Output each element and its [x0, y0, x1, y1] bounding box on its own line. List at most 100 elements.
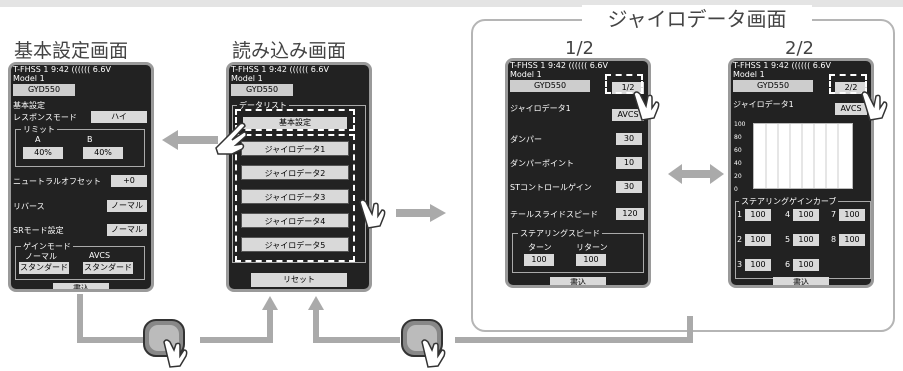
mode-button[interactable]: AVCS — [835, 103, 867, 115]
model-name: Model 1 — [510, 70, 542, 79]
gyro-data-label: ジャイロデータ1 — [510, 104, 571, 113]
page-2-title: 2/2 — [785, 38, 814, 59]
top-bar — [0, 0, 903, 7]
point-value[interactable]: 100 — [745, 259, 771, 271]
point-value[interactable]: 100 — [745, 209, 771, 221]
list-item[interactable]: ジャイロデータ3 — [241, 189, 349, 204]
return-value-button[interactable]: 100 — [576, 254, 606, 266]
response-mode-button[interactable]: ハイ — [91, 111, 147, 123]
signal-icon: (((((( — [791, 61, 811, 70]
list-item[interactable]: ジャイロデータ5 — [241, 237, 349, 252]
limit-b-button[interactable]: 40% — [83, 147, 123, 159]
page-button[interactable]: 1/2 — [612, 82, 644, 94]
basic-settings-title: 基本設定画面 — [14, 40, 129, 62]
model-name: Model 1 — [13, 74, 45, 83]
reverse-label: リバース — [13, 202, 45, 211]
row-label: ダンパーポイント — [510, 159, 574, 168]
clock: 9:42 — [51, 65, 69, 74]
limit-b-label: B — [87, 135, 93, 144]
signal-icon: (((((( — [289, 65, 309, 74]
write-button[interactable]: 書込 — [773, 277, 829, 285]
y-tick: 80 — [734, 134, 742, 141]
mode-button[interactable]: AVCS — [612, 109, 644, 121]
gyro-data-highlight — [235, 134, 355, 262]
gyro-data-page-1-screen: T-FHSS 1 9:42 (((((( 6.6V Model 1 GYD550… — [505, 58, 651, 288]
point-value[interactable]: 100 — [793, 259, 819, 271]
hand-pointer-icon — [359, 199, 386, 229]
write-button[interactable]: 書込 — [53, 283, 109, 289]
data-list-box — [232, 105, 366, 263]
y-tick: 0 — [734, 186, 738, 193]
neutral-offset-label: ニュートラルオフセット — [13, 177, 101, 186]
sr-mode-button[interactable]: ノーマル — [107, 224, 147, 236]
section-label: 基本設定 — [13, 101, 45, 110]
reset-button[interactable]: リセット — [251, 273, 347, 287]
limit-a-label: A — [35, 135, 41, 144]
gyro-data-page-2-screen: T-FHSS 1 9:42 (((((( 6.6V Model 1 GYD550… — [728, 58, 874, 288]
point-value[interactable]: 100 — [839, 234, 865, 246]
header-button[interactable]: GYD550 — [510, 80, 590, 92]
jog-button-icon — [143, 319, 188, 368]
right-arrow-icon — [396, 204, 446, 222]
gyro-data-title: ジャイロデータ画面 — [582, 5, 812, 33]
page-button[interactable]: 2/2 — [835, 82, 867, 94]
steering-speed-label: ステアリングスピード — [518, 228, 602, 239]
navigation-connector — [77, 294, 693, 343]
avcs-gain-button[interactable]: スタンダード — [83, 262, 133, 274]
gain-mode-label: ゲインモード — [21, 241, 73, 252]
basic-settings-screen: T-FHSS 1 9:42 (((((( 6.6V Model 1 GYD550… — [8, 62, 154, 292]
battery-voltage: 6.6V — [812, 61, 831, 70]
point-value[interactable]: 100 — [793, 234, 819, 246]
turn-label: ターン — [528, 243, 552, 252]
limit-label: リミット — [21, 124, 57, 135]
jog-button-icon — [401, 319, 446, 368]
header-button[interactable]: GYD550 — [733, 80, 813, 92]
list-item[interactable]: ジャイロデータ4 — [241, 213, 349, 228]
neutral-offset-button[interactable]: +0 — [111, 175, 147, 187]
data-list-label: データリスト — [237, 100, 289, 111]
reverse-button[interactable]: ノーマル — [107, 200, 147, 212]
row-value[interactable]: 120 — [616, 208, 644, 220]
point-label: 4 — [785, 210, 791, 219]
clock: 9:42 — [771, 61, 789, 70]
point-value[interactable]: 100 — [745, 234, 771, 246]
point-value[interactable]: 100 — [793, 209, 819, 221]
response-mode-label: レスポンスモード — [13, 113, 77, 122]
turn-value-button[interactable]: 100 — [524, 254, 554, 266]
point-label: 6 — [785, 260, 791, 269]
point-label: 3 — [737, 260, 743, 269]
battery-voltage: 6.6V — [92, 65, 111, 74]
limit-a-button[interactable]: 40% — [23, 147, 63, 159]
point-value[interactable]: 100 — [839, 209, 865, 221]
row-label: テールスライドスピード — [510, 210, 598, 219]
page-button-highlight — [605, 74, 643, 94]
clock: 9:42 — [548, 61, 566, 70]
gyro-data-label: ジャイロデータ1 — [733, 100, 794, 109]
normal-gain-button[interactable]: スタンダード — [19, 262, 69, 274]
point-label: 1 — [737, 210, 743, 219]
model-name: Model 1 — [231, 74, 263, 83]
system-label: T-FHSS — [733, 61, 761, 70]
row-value[interactable]: 30 — [616, 133, 642, 145]
row-value[interactable]: 10 — [616, 157, 642, 169]
list-item[interactable]: ジャイロデータ2 — [241, 165, 349, 180]
list-item[interactable]: 基本設定 — [243, 117, 347, 129]
write-button[interactable]: 書込 — [550, 277, 606, 285]
model-number: 1 — [540, 61, 546, 70]
status-bar: T-FHSS 1 9:42 (((((( 6.6V — [733, 61, 831, 70]
return-label: リターン — [576, 243, 608, 252]
normal-label: ノーマル — [25, 252, 57, 261]
basic-settings-highlight — [235, 109, 355, 131]
y-tick: 100 — [734, 121, 746, 128]
model-number: 1 — [261, 65, 267, 74]
gain-curve-graph — [753, 123, 853, 189]
gain-mode-box — [15, 246, 145, 280]
system-label: T-FHSS — [13, 65, 41, 74]
point-label: 7 — [831, 210, 837, 219]
row-value[interactable]: 30 — [616, 181, 642, 193]
header-button[interactable]: GYD550 — [231, 84, 293, 96]
header-button[interactable]: GYD550 — [13, 84, 75, 96]
gain-curve-grid — [765, 124, 839, 188]
model-number: 1 — [763, 61, 769, 70]
avcs-label: AVCS — [89, 251, 111, 260]
